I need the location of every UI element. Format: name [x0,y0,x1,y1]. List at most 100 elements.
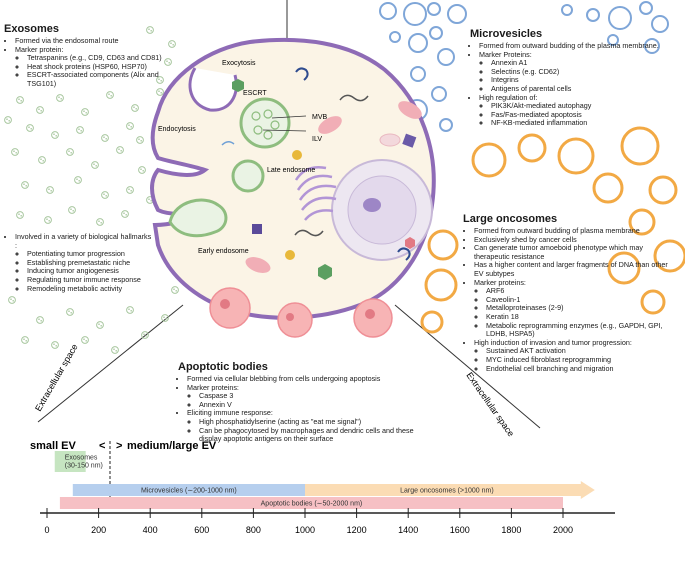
exosome-particle [101,134,109,142]
exosome-particle [156,76,164,84]
exosome-particle [126,306,134,314]
exosomes-marker: Tetraspanins (e.g., CD9, CD63 and CD81) [27,54,166,63]
exosomes-marker: ESCRT-associated components (Alix and TS… [27,71,166,88]
large-oncosomes-invasion: Endothelial cell branching and migration [486,364,675,374]
exosome-particle [38,156,46,164]
exosome-particle [156,88,164,96]
exosome-particle [121,210,129,218]
exosomes-block: Formed via the endosomal route Marker pr… [6,36,166,89]
apoptotic-bodies-marker: Annexin V [199,400,418,410]
large-oncosome-particles [420,126,685,334]
exosomes-marker-title: Marker protein: Tetraspanins (e.g., CD9,… [15,45,166,89]
nucleus-inner [347,175,417,245]
exosome-particle [76,126,84,134]
exosome-particle [56,94,64,102]
exosome-particle [16,96,24,104]
exosome-particle [136,136,144,144]
exosome-particle [8,296,16,304]
exosome-particle [106,91,114,99]
exosome-particle [16,211,24,219]
exosome-particle [21,336,29,344]
microvesicle-particles [379,1,669,145]
exosome-particle [96,321,104,329]
exosome-particle [161,314,169,322]
apoptotic-bodies-marker: Caspase 3 [199,392,418,401]
mitochondria [318,116,342,134]
exosome-particle [11,148,19,156]
apoptotic-bodies-immune: High phosphatidylserine (acting as "eat … [199,417,418,427]
protein-hex-2 [232,79,244,92]
size-tick-label: 800 [246,525,261,535]
large-oncosomes-marker: Metabolic reprogramming enzymes (e.g., G… [486,321,675,339]
size-tick-label: 1800 [501,525,521,535]
apoptotic-bodies-block: Formed via cellular blebbing from cells … [178,374,418,444]
large-oncosomes-marker-title: Marker proteins: ARF6 Caveolin-1 Metallo… [474,278,675,339]
mvb [239,97,291,149]
exosomes-hallmark: Inducing tumor angiogenesis [27,267,154,276]
label-gt: > [116,440,122,452]
exosome-particle [146,26,154,34]
exosome-particle [36,106,44,114]
exosome-particle [66,148,74,156]
label-extracellular-right: Extracellular space [464,370,516,438]
protein-hex-3 [405,237,415,249]
microvesicles-regulation: NF-KB-mediated inflammation [491,119,660,128]
exosome-particle [101,191,109,199]
exosome-particle [138,166,146,174]
microvesicles-marker-title: Marker Proteins: Annexin A1 Selectins (e… [479,50,660,94]
large-oncosomes-invasion: Sustained AKT activation [486,347,675,356]
microvesicles-regulation: Fas/Fas-mediated apoptosis [491,110,660,120]
label-late-endosome: Late endosome [267,167,315,174]
apoptotic-bodies-formed: Formed via cellular blebbing from cells … [187,374,418,384]
label-lt: < [99,440,105,452]
microvesicles-title: Microvesicles [470,28,543,40]
size-bar [54,451,86,472]
exosomes-hallmarks-title: Involved in a variety of biological hall… [15,232,154,293]
size-scale: small EV < > medium/large EV Exosomes(30… [30,440,615,535]
exosomes-hallmarks-block: Involved in a variety of biological hall… [6,232,154,293]
large-oncosomes-point: Can generate tumor amoeboid phenotype wh… [474,243,675,261]
mitochondria-2 [398,101,422,119]
mitochondria-3 [245,257,271,273]
label-exocytosis: Exocytosis [222,60,256,67]
exosome-particle [126,122,134,130]
exosomes-hallmark: Regulating tumor immune response [27,275,154,285]
golgi [294,166,337,221]
exosome-particle [74,176,82,184]
exosome-particle [91,161,99,169]
large-oncosomes-marker: Keratin 18 [486,312,675,322]
vesicle-pink [379,133,401,147]
large-oncosomes-point: Has a higher content and larger fragment… [474,261,675,278]
label-endocytosis: Endocytosis [158,126,196,133]
exosome-particle [51,341,59,349]
tumor-cell [150,37,436,338]
large-oncosomes-title: Large oncosomes [463,213,558,225]
size-bar-label: Large oncosomes (>1000 nm) [400,488,494,495]
exosome-particle [66,308,74,316]
divider-right-line [394,304,541,429]
rna-strand-2 [294,229,324,237]
apoptotic-bodies-title: Apoptotic bodies [178,361,268,373]
exosome-particle [111,346,119,354]
large-oncosomes-point: Formed from outward budding of plasma me… [474,226,675,236]
exosome-particle [26,124,34,132]
exosome-particle [116,146,124,154]
label-extracellular-left: Extracellular space [33,342,80,413]
exocytosis-pocket [188,67,238,112]
exosome-particle [81,108,89,116]
microvesicles-block: Formed from outward budding of the plasm… [470,41,660,128]
exosome-particle [126,186,134,194]
exosomes-title: Exosomes [4,23,60,35]
exosomes-hallmark: Potentiating tumor progression [27,250,154,259]
microvesicles-marker: Integrins [491,76,660,85]
label-small-ev: small EV [30,440,77,452]
exosome-particle [68,206,76,214]
large-oncosomes-block: Formed from outward budding of plasma me… [465,226,675,374]
size-bar-label: Microvesicles (∼200-1000 nm) [141,488,237,495]
late-endosome [231,159,265,193]
apoptotic-bodies-marker-title: Marker proteins: Caspase 3 Annexin V [187,383,418,410]
microvesicles-formed: Formed from outward budding of the plasm… [479,41,660,51]
protein-hex [318,264,332,280]
exosome-particle [164,58,172,66]
